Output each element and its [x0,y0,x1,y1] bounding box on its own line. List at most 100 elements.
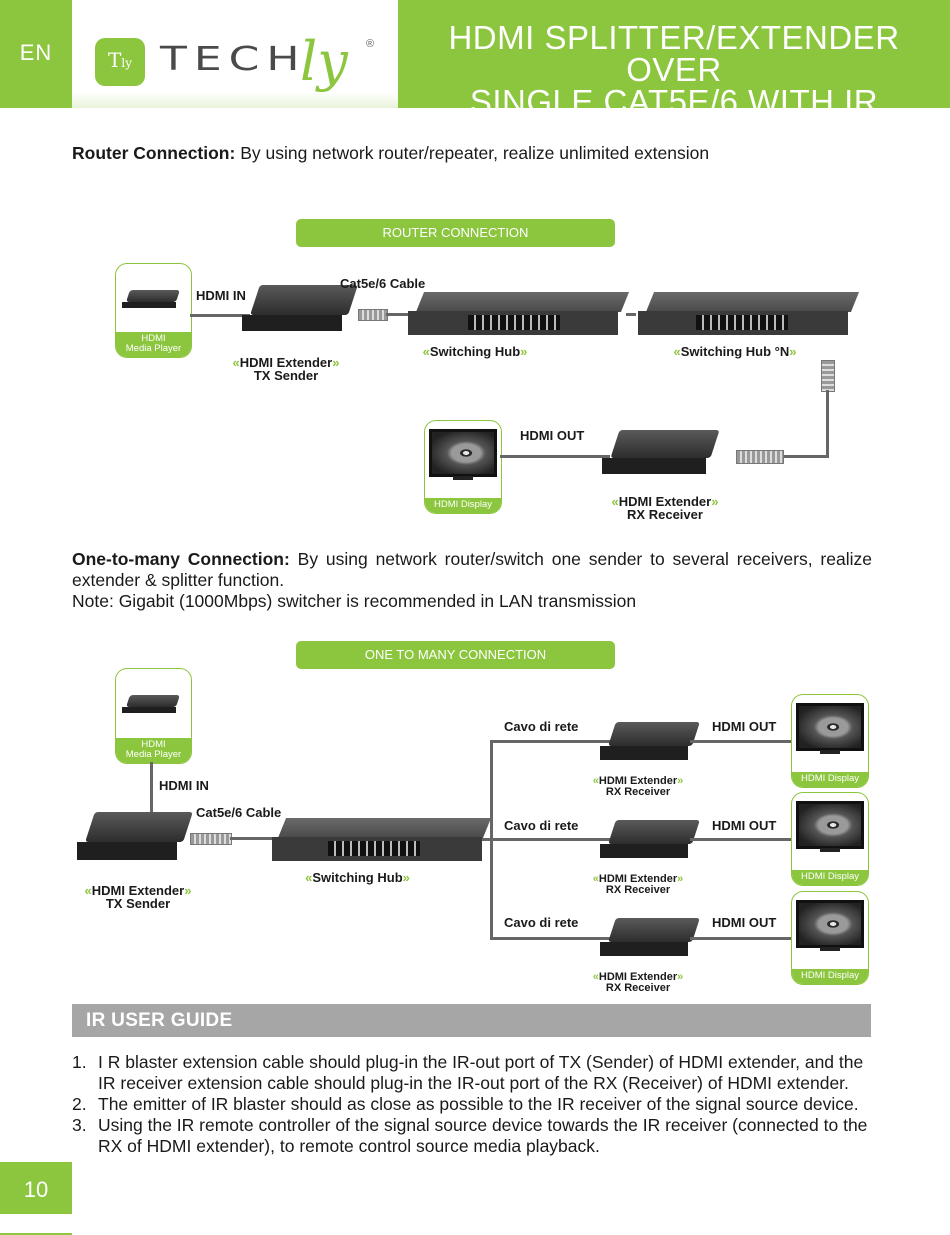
display-2-label: HDMI Display [792,870,868,885]
ir-guide-item-number: 1. [72,1052,87,1072]
display-2-frame: HDMI Display [791,792,869,886]
techly-logo-badge-letter: Tly [108,48,132,72]
rj45-plug-2 [190,833,232,845]
hdmi-in-label: HDMI IN [196,288,246,303]
switching-hub-3-front [272,837,482,861]
techly-logo-accent: ly [300,30,348,93]
rx-receiver-1-caption: «HDMI Extender»RX Receiver [592,775,684,798]
switching-hub-2 [645,292,860,312]
rx-receiver-3-caption: «HDMI Extender»RX Receiver [592,971,684,994]
rj45-plug-rx [736,450,784,464]
branch-2-hdmi-cable [690,838,795,841]
media-player-front-2 [122,707,176,713]
display-1-frame: HDMI Display [791,694,869,788]
switching-hub-1-caption: «Switching Hub» [422,344,528,359]
language-tab [0,0,72,108]
branch-2-hdmi-out-label: HDMI OUT [712,818,777,833]
switching-hub-1-front [408,311,618,335]
ir-guide-item: 1. I R blaster extension cable should plu… [72,1052,872,1094]
display-2-stand [820,848,840,852]
display-stand [453,476,473,480]
hdmi-cable-2 [150,762,153,814]
branch-3-cable-label: Cavo di rete [504,915,579,930]
branch-3-cable [490,937,610,940]
ir-guide-item: 3. Using the IR remote controller of the … [72,1115,872,1157]
rx-receiver-1-device [608,722,700,746]
ir-guide-title: IR USER GUIDE [86,1010,233,1031]
rx-receiver-caption: «HDMI Extender»RX Receiver [611,494,719,522]
cat-cable-2 [230,837,272,840]
ir-guide-item-text: I R blaster extension cable should plug-… [98,1052,864,1093]
language-label: EN [19,40,53,65]
techly-logo-badge [95,38,145,86]
hdmi-in-label-2: HDMI IN [159,778,209,793]
rj45-plug-vertical [821,360,835,392]
cat-cable [386,313,408,316]
hdmi-out-cable [500,455,610,458]
cat-cable-vertical [826,390,829,456]
switching-hub-3 [277,818,492,838]
branch-3-hdmi-out-label: HDMI OUT [712,915,777,930]
cat-cable-return [784,455,829,458]
rx-receiver-device [610,430,720,458]
switching-hub-3-caption: «Switching Hub» [305,870,410,885]
rx-receiver-1-front [600,746,688,760]
branch-1-cable-label: Cavo di rete [504,719,579,734]
page-footer-line [0,1233,72,1235]
ir-guide-item-text: Using the IR remote controller of the si… [98,1115,868,1156]
tx-sender-front-2 [77,842,177,860]
display-2-screen [796,801,864,849]
tx-sender-caption: «HDMI Extender»TX Sender [232,355,340,383]
display-screen [429,429,497,477]
ir-guide-bar [72,1004,871,1037]
display-3-screen [796,900,864,948]
media-player-label-2: HDMI Media Player [116,738,191,763]
branch-1-hdmi-cable [690,740,795,743]
page-number: 10 [23,1177,49,1202]
rx-receiver-3-front [600,942,688,956]
branch-3-hdmi-cable [690,937,795,940]
ir-guide-item: 2. The emitter of IR blaster should as cl… [72,1094,872,1115]
rj45-plug [358,309,388,321]
ir-guide-item-number: 2. [72,1094,87,1114]
branch-2-cable [490,838,610,841]
switching-hub-2-caption: «Switching Hub °N» [673,344,797,359]
hdmi-cable [190,314,250,317]
tx-sender-caption-2: «HDMI Extender»TX Sender [84,883,192,911]
hdmi-out-label: HDMI OUT [520,428,585,443]
media-player-frame-2: HDMI Media Player [115,668,192,764]
display-3-label: HDMI Display [792,969,868,984]
rx-receiver-2-device [608,820,700,844]
one-to-many-pill: ONE TO MANY CONNECTION [296,641,615,669]
hub-link-cable [626,313,636,316]
display-3-stand [820,947,840,951]
tx-sender-device-2 [85,812,193,842]
display-3-frame: HDMI Display [791,891,869,985]
branch-2-cable-label: Cavo di rete [504,818,579,833]
media-player-label: HDMI Media Player [116,332,191,357]
gigabit-note: Note: Gigabit (1000Mbps) switcher is rec… [72,591,637,611]
hdmi-display-frame: HDMI Display [424,420,502,514]
hub-2-ports [696,315,788,330]
router-connection-pill: ROUTER CONNECTION [296,219,615,247]
cat-cable-label: Cat5e/6 Cable [340,276,426,291]
ir-guide-item-text: The emitter of IR blaster should as clos… [98,1094,859,1114]
rx-receiver-2-caption: «HDMI Extender»RX Receiver [592,873,684,896]
media-player-front [122,302,176,308]
page-title: HDMI SPLITTER/EXTENDER OVER SINGLE CAT5E… [448,19,900,120]
branch-1-hdmi-out-label: HDMI OUT [712,719,777,734]
media-player-device [126,290,180,302]
cat-cable-label-2: Cat5e/6 Cable [196,805,282,820]
switching-hub-2-front [638,311,848,335]
hub-output-cable [482,838,492,841]
registered-mark: ® [366,38,375,50]
hub-1-ports [468,315,560,330]
ir-guide-item-number: 3. [72,1115,87,1135]
router-connection-heading: Router Connection: By using network rout… [72,143,710,163]
media-player-frame: HDMI Media Player [115,263,192,358]
display-1-stand [820,750,840,754]
rx-receiver-front [602,458,706,474]
techly-logo-word: TECH [160,40,307,79]
title-banner [398,0,950,108]
hdmi-display-label: HDMI Display [425,498,501,513]
